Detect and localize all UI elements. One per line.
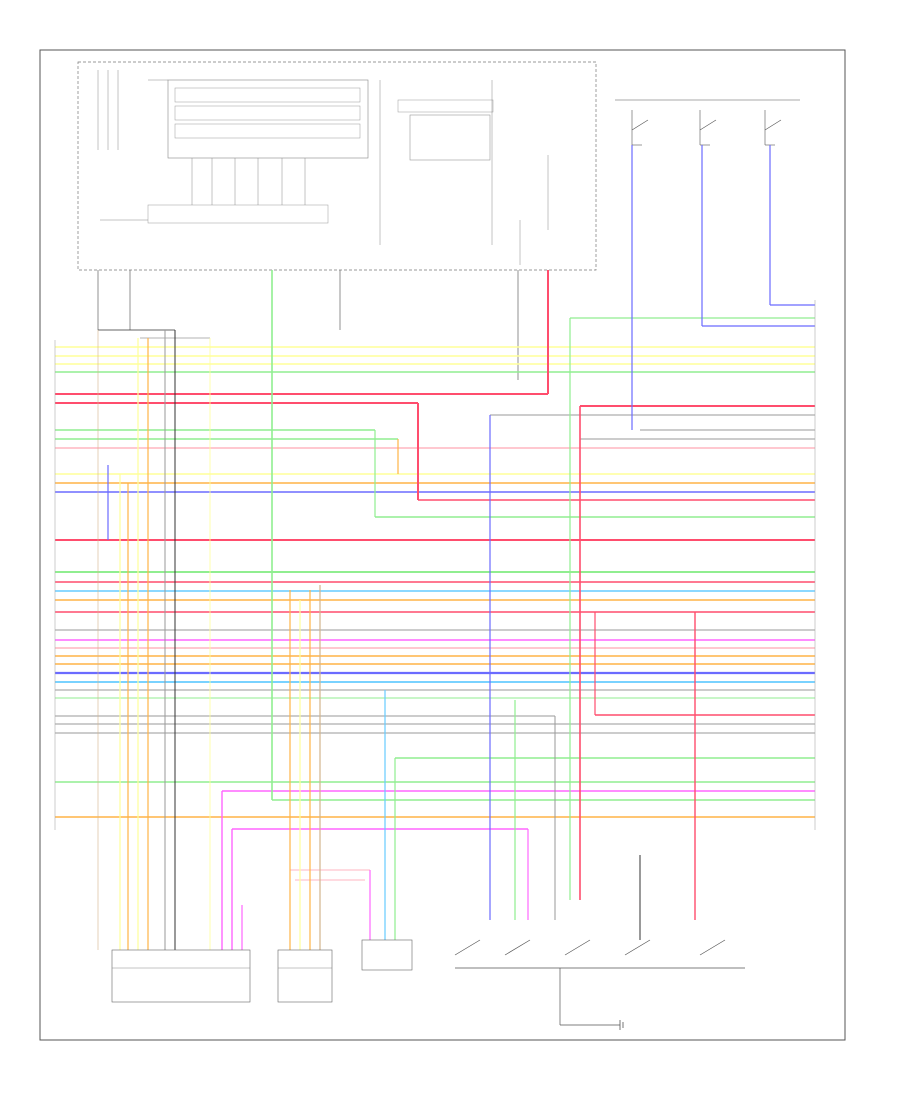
ecm-solenoid-box [409, 114, 491, 161]
horizontal-wires [55, 304, 815, 881]
connector-left [111, 949, 251, 1003]
trans-range-switch-group [615, 99, 800, 146]
vertical-wires [97, 145, 771, 950]
ecm-internal-box-2 [174, 105, 361, 121]
bottom-connectors [111, 939, 413, 1003]
ecm-internal-block [167, 79, 369, 159]
ground-icon [619, 1020, 624, 1030]
ecm-internal-traces [97, 70, 549, 265]
connector-center [361, 939, 413, 971]
connector-middle [277, 949, 333, 1003]
ecm-internal-box-1 [174, 87, 361, 103]
ecm-enclosure [77, 61, 597, 271]
diagram-border [39, 49, 846, 1041]
bottom-switches [454, 939, 745, 1026]
ecm-circuit-box [147, 204, 329, 224]
ecm-internal-box-3 [174, 123, 361, 139]
ecm-sub-box [397, 99, 494, 113]
